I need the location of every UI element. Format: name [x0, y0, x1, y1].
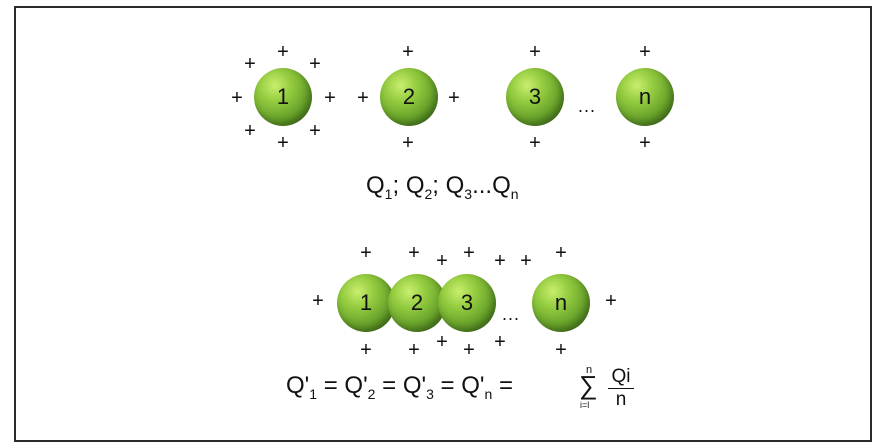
sphere-label: 2 — [403, 84, 415, 110]
q3-prime-term: Q'3 — [403, 372, 434, 399]
plus-sign: + — [492, 334, 508, 350]
sphere-label: 1 — [277, 84, 289, 110]
qn-term: Qn — [492, 172, 518, 199]
plus-sign: + — [229, 90, 245, 106]
equals-sign: = — [324, 372, 338, 399]
sphere-label: n — [639, 84, 651, 110]
sphere-label: 3 — [461, 290, 473, 316]
separator: ; — [432, 172, 445, 199]
sphere-label: 3 — [529, 84, 541, 110]
plus-sign: + — [307, 56, 323, 72]
plus-sign: + — [446, 90, 462, 106]
plus-sign: + — [527, 135, 543, 151]
summation-symbol: n ∑ i=l — [578, 364, 600, 414]
sphere-label: 2 — [411, 290, 423, 316]
plus-sign: + — [406, 342, 422, 358]
q2-prime-term: Q'2 — [344, 372, 375, 399]
plus-sign: + — [518, 253, 534, 269]
plus-sign: + — [275, 135, 291, 151]
plus-sign: + — [275, 44, 291, 60]
q1-term: Q1 — [366, 172, 392, 199]
q1-prime-term: Q'1 — [286, 372, 317, 399]
sphere-label: n — [555, 290, 567, 316]
sphere-2: 2 — [380, 68, 438, 126]
separator: ... — [472, 172, 492, 199]
fraction-numerator: Qi — [608, 366, 634, 389]
sphere-label: 1 — [360, 290, 372, 316]
equals-sign: = — [499, 372, 513, 399]
plus-sign: + — [553, 342, 569, 358]
plus-sign: + — [527, 44, 543, 60]
plus-sign: + — [358, 245, 374, 261]
plus-sign: + — [603, 293, 619, 309]
plus-sign: + — [242, 123, 258, 139]
plus-sign: + — [400, 44, 416, 60]
sphere-n: n — [616, 68, 674, 126]
equal-charges-formula: Q'1 = Q'2 = Q'3 = Q'n = — [286, 372, 513, 402]
plus-sign: + — [242, 56, 258, 72]
plus-sign: + — [461, 245, 477, 261]
sphere-1-connected: 1 — [337, 274, 395, 332]
ellipsis: ... — [502, 304, 520, 325]
separator: ; — [392, 172, 405, 199]
qn-prime-term: Q'n — [461, 372, 492, 399]
plus-sign: + — [461, 342, 477, 358]
sphere-3: 3 — [506, 68, 564, 126]
plus-sign: + — [322, 90, 338, 106]
q3-term: Q3 — [446, 172, 472, 199]
plus-sign: + — [553, 245, 569, 261]
plus-sign: + — [637, 44, 653, 60]
plus-sign: + — [355, 90, 371, 106]
fraction-denominator: n — [608, 389, 634, 411]
sigma-symbol: ∑ — [579, 372, 598, 398]
plus-sign: + — [492, 253, 508, 269]
plus-sign: + — [406, 245, 422, 261]
charges-formula: Q1; Q2; Q3...Qn — [366, 172, 519, 202]
equals-sign: = — [382, 372, 396, 399]
plus-sign: + — [310, 293, 326, 309]
plus-sign: + — [637, 135, 653, 151]
sphere-3-connected: 3 — [438, 274, 496, 332]
fraction: Qi n — [608, 366, 634, 411]
plus-sign: + — [434, 334, 450, 350]
plus-sign: + — [434, 253, 450, 269]
q2-term: Q2 — [406, 172, 432, 199]
sphere-n-connected: n — [532, 274, 590, 332]
plus-sign: + — [400, 135, 416, 151]
plus-sign: + — [307, 123, 323, 139]
ellipsis: ... — [578, 96, 596, 117]
sum-lower-limit: i=l — [580, 400, 589, 410]
equals-sign: = — [441, 372, 455, 399]
sphere-1: 1 — [254, 68, 312, 126]
plus-sign: + — [358, 342, 374, 358]
